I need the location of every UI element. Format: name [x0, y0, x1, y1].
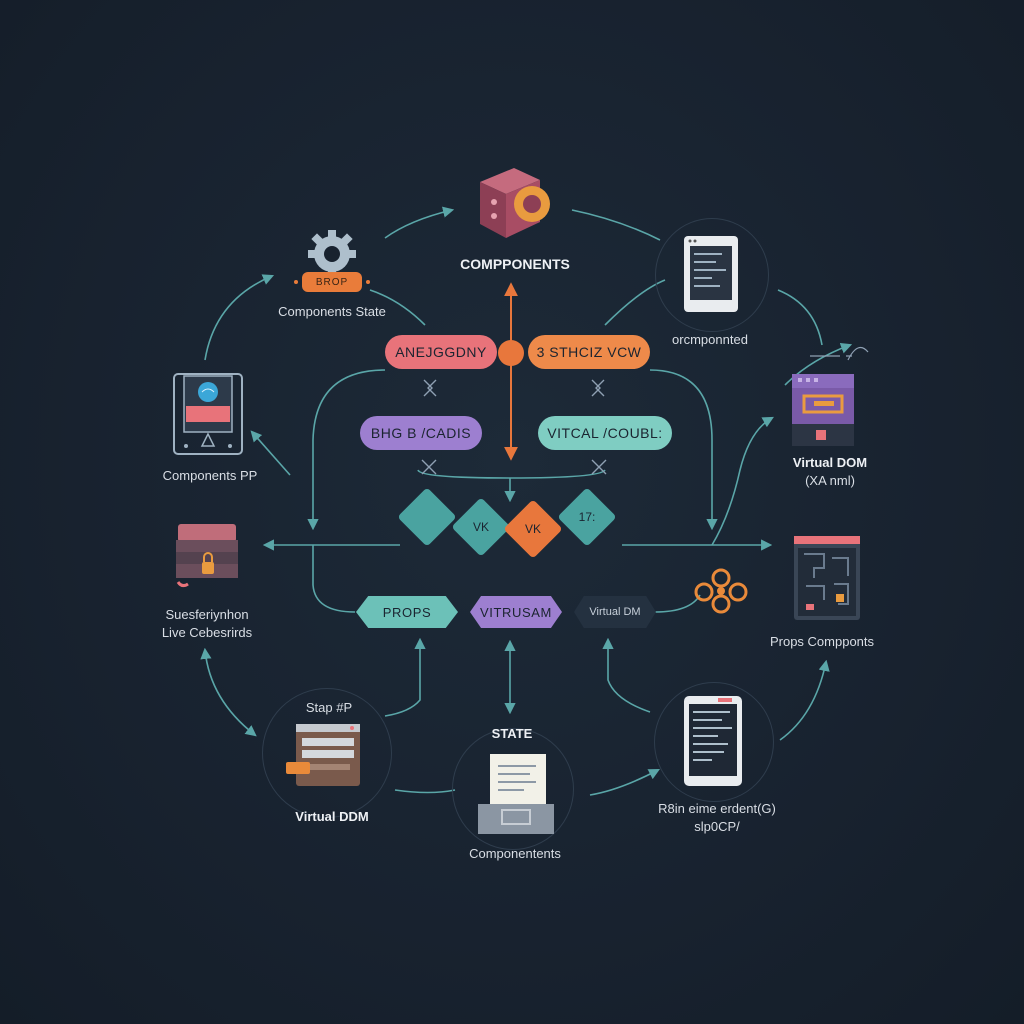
- server-icon: [792, 374, 854, 446]
- dashboard-icon: [794, 536, 860, 620]
- icon-ring: [655, 218, 769, 332]
- props-components-label: Props Compponts: [769, 634, 875, 649]
- pill-left-top: ANEJGGDNY: [385, 335, 497, 369]
- pill-left-mid: BHG B /CADIS: [360, 416, 482, 450]
- virtual-dom-right-label: Virtual DOM: [792, 455, 868, 470]
- props-node: PROPS: [356, 596, 458, 628]
- lock-box-icon: [176, 524, 238, 588]
- pill-right-mid: VITCAL /COUBL:: [538, 416, 672, 450]
- state-label: STATE: [491, 726, 533, 741]
- phone-icon: [173, 373, 243, 455]
- componentents-label: Componentents: [469, 846, 561, 861]
- cube-icon: [480, 168, 550, 238]
- document-tray-icon: [478, 754, 554, 834]
- diamond-vk-1-label: VK: [472, 520, 489, 534]
- diamond-17-label: 17:: [578, 510, 596, 524]
- network-node-icon: [694, 568, 748, 614]
- terminal-phone-icon: [684, 696, 742, 786]
- gear-badge-label: BROP: [315, 277, 349, 288]
- render-label-1: R8in eime erdent(G): [658, 801, 776, 816]
- virtual-dm-node: Virtual DM: [574, 596, 656, 628]
- vitrusam-node: VITRUSAM: [470, 596, 562, 628]
- pill-right-top: 3 STHCIZ VCW: [528, 335, 650, 369]
- screen-icon: [684, 236, 738, 312]
- components-state-label: Components State: [278, 304, 386, 319]
- icon-ring: [654, 682, 774, 802]
- virtual-dom-right-sub: (XA nml): [805, 473, 855, 488]
- diamond-vk-2-label: VK: [524, 522, 541, 536]
- stap-label: Stap #P: [305, 700, 353, 715]
- icon-ring: [452, 728, 574, 850]
- components-title: COMPPONENTS: [460, 256, 570, 272]
- subscription-label-2: Live Cebesrirds: [161, 625, 253, 640]
- gear-icon: [294, 230, 370, 292]
- subscription-label-1: Suesferiynhon: [165, 607, 249, 622]
- render-label-2: slp0CP/: [694, 819, 740, 834]
- components-pp-label: Components PP: [162, 468, 258, 483]
- top-right-label: orcmponnted: [672, 332, 748, 347]
- icon-ring: [262, 688, 392, 818]
- virtual-ddm-label: Virtual DDM: [295, 809, 369, 824]
- center-junction-dot: [498, 340, 524, 366]
- browser-window-icon: [286, 724, 360, 786]
